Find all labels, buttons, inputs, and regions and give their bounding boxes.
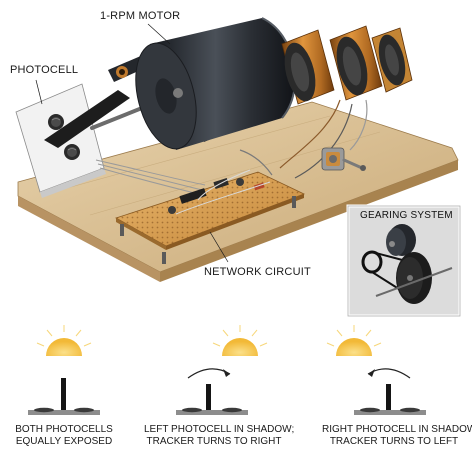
state-right-shadow — [326, 325, 426, 415]
gearing-system-label: GEARING SYSTEM — [360, 210, 453, 221]
motor-label: 1-RPM MOTOR — [100, 10, 181, 22]
state-caption-2-line1: LEFT PHOTOCELL IN SHADOW; — [144, 424, 295, 435]
state-caption-3: RIGHT PHOTOCELL IN SHADOW; TRACKER TURNS… — [322, 424, 472, 448]
network-circuit-board — [115, 169, 306, 250]
sun-icon — [36, 325, 92, 356]
curved-arrow-icon — [367, 368, 411, 379]
state-caption-3-line2: TRACKER TURNS TO LEFT — [329, 436, 459, 447]
state-caption-1-line1: BOTH PHOTOCELLS — [15, 424, 113, 435]
main-assembly — [15, 17, 459, 282]
state-caption-2-line2: TRACKER TURNS TO RIGHT — [146, 436, 282, 447]
standoffs — [120, 196, 296, 264]
state-caption-3-line1: RIGHT PHOTOCELL IN SHADOW; — [322, 424, 472, 435]
photocell-icon — [64, 144, 80, 160]
photocell-icon — [48, 114, 64, 130]
state-both-exposed — [28, 325, 100, 415]
gearing-inset — [346, 204, 462, 318]
state-caption-1: BOTH PHOTOCELLS EQUALLY EXPOSED — [6, 424, 122, 448]
sun-icon — [326, 325, 382, 356]
state-left-shadow — [176, 325, 268, 415]
curved-arrow-icon — [187, 368, 231, 379]
photocell-label: PHOTOCELL — [10, 64, 79, 76]
state-caption-2: LEFT PHOTOCELL IN SHADOW; TRACKER TURNS … — [144, 424, 295, 448]
state-caption-1-line2: EQUALLY EXPOSED — [15, 436, 113, 447]
sun-icon — [212, 325, 268, 356]
relay-coils — [281, 25, 413, 105]
network-circuit-label: NETWORK CIRCUIT — [204, 266, 311, 278]
leader-lines — [35, 23, 229, 263]
motor — [108, 17, 297, 150]
shade-vane — [44, 90, 130, 148]
toggle-switch — [321, 147, 366, 171]
